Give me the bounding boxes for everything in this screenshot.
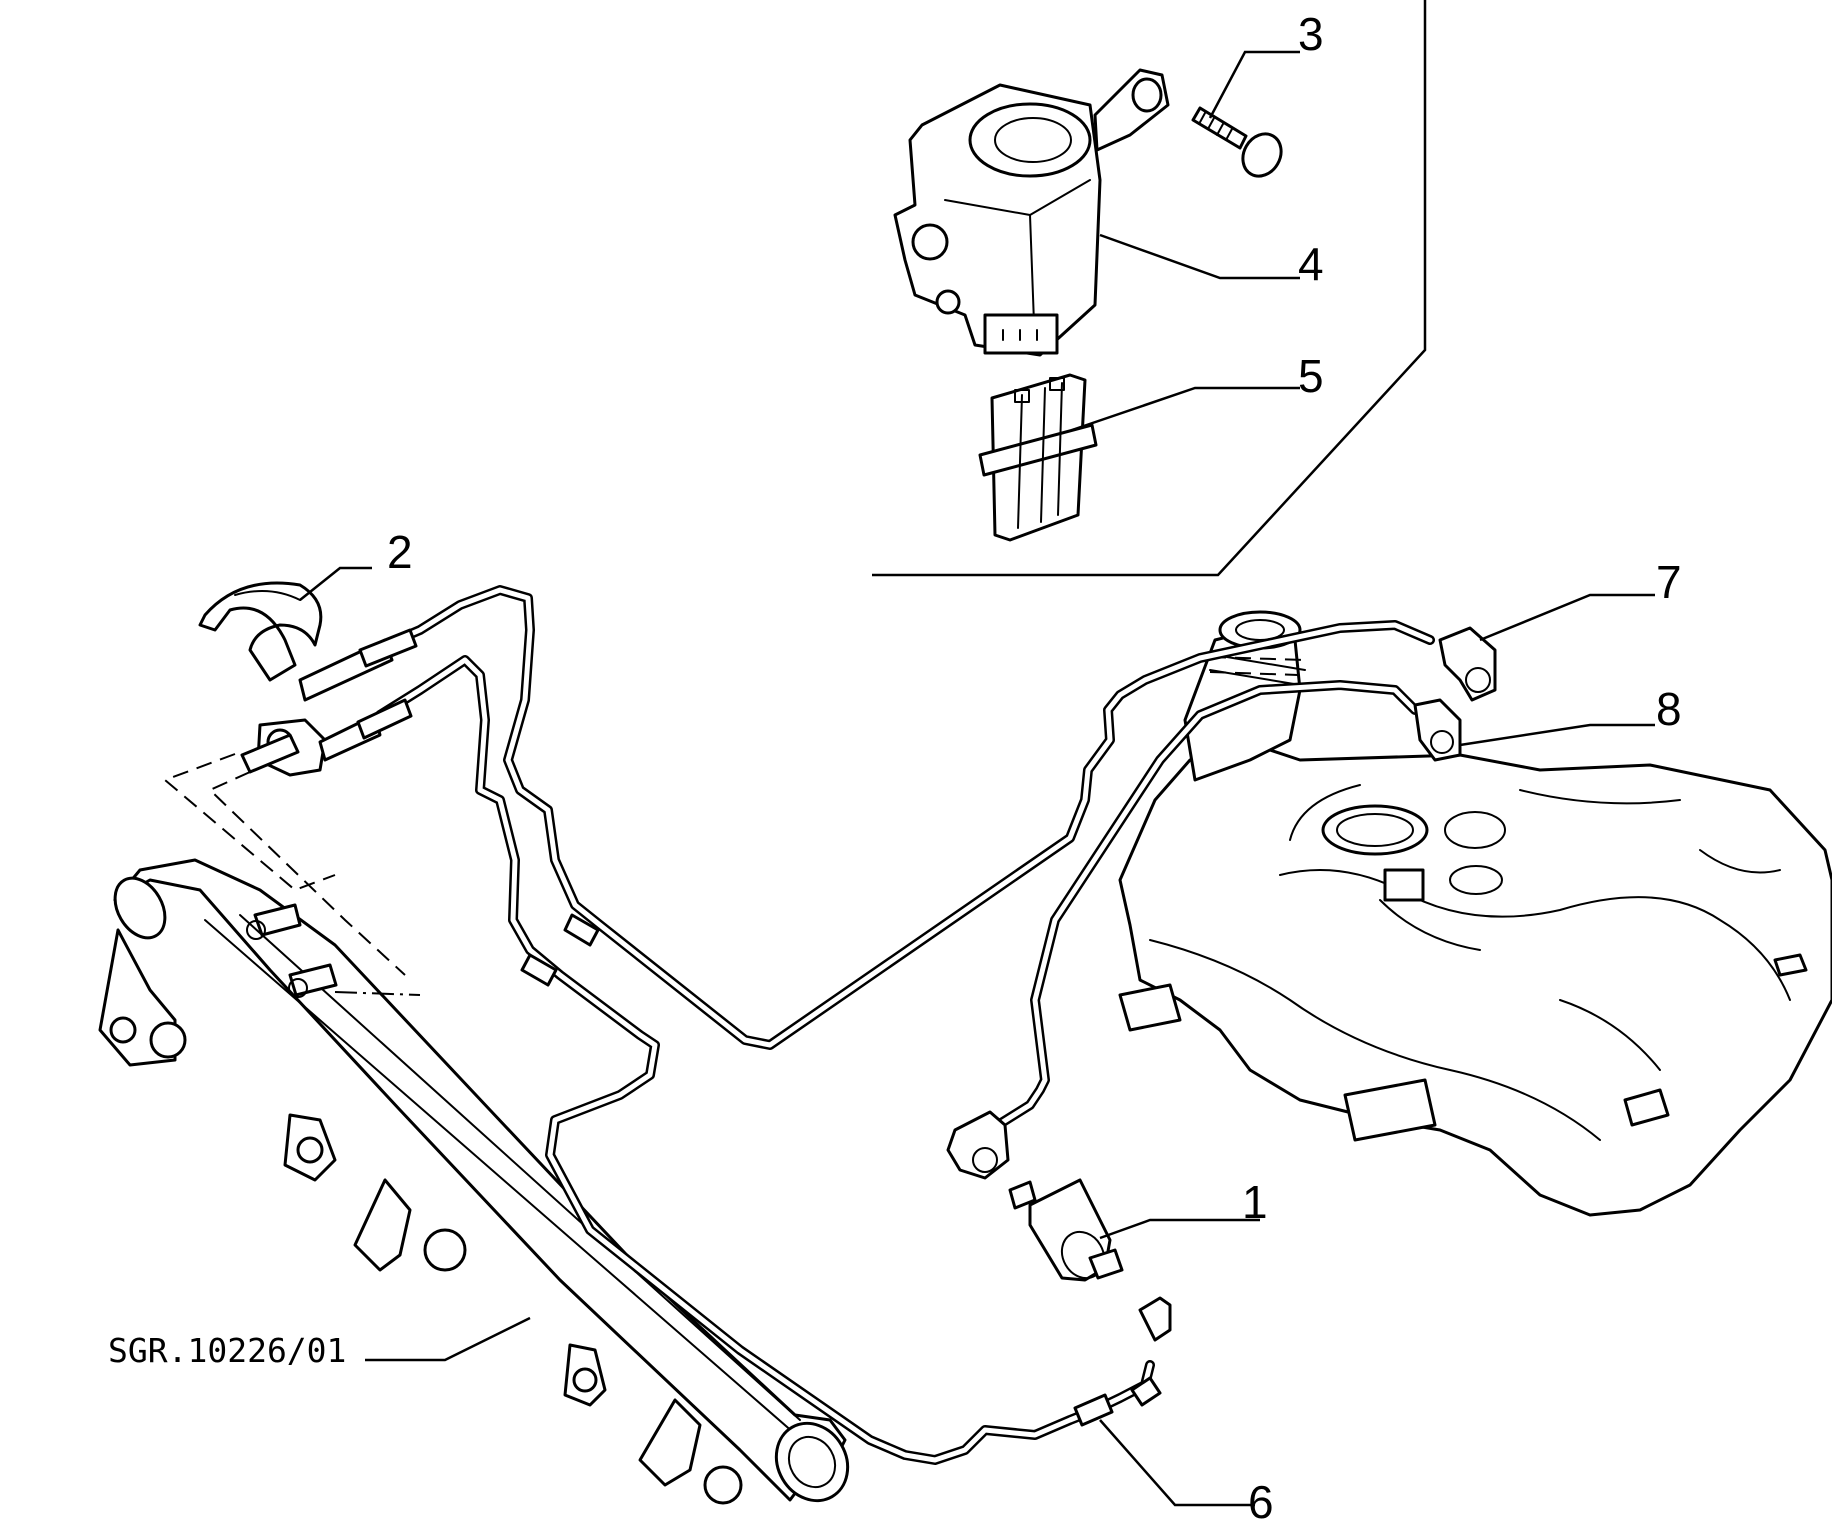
part-5-connector — [978, 373, 1098, 542]
leader-4 — [1099, 233, 1300, 280]
part-6-union — [1073, 1393, 1114, 1427]
leader-3 — [1208, 50, 1300, 119]
fuel-return-line-upper — [375, 655, 1155, 1465]
part-3-bolt — [1191, 106, 1283, 178]
elbow-connectors — [1413, 626, 1497, 762]
drawing-code: SGR.10226/01 — [108, 1331, 346, 1370]
callout-2: 2 — [387, 526, 413, 578]
leader-8 — [1459, 723, 1655, 747]
leader-1 — [1099, 1218, 1260, 1240]
fuel-rail — [98, 858, 850, 1505]
fuel-tank — [1118, 610, 1832, 1217]
fuel-lines — [375, 585, 1435, 1465]
leader-drawing-code — [365, 1316, 531, 1362]
part-4-module-housing — [893, 68, 1170, 357]
callout-6: 6 — [1248, 1476, 1274, 1521]
callout-labels: 1 2 3 4 5 6 7 8 SGR.10226/01 — [108, 8, 1682, 1521]
callout-3: 3 — [1298, 8, 1324, 60]
callout-1: 1 — [1242, 1176, 1268, 1228]
callout-4: 4 — [1298, 238, 1324, 290]
part-1-fuel-filter — [946, 1110, 1172, 1407]
leader-7 — [1479, 593, 1655, 642]
leader-6 — [1099, 1419, 1255, 1507]
part-2-clip — [198, 581, 323, 682]
callout-5: 5 — [1298, 350, 1324, 402]
callout-7: 7 — [1656, 556, 1682, 608]
leader-2 — [299, 566, 372, 601]
pipe-unions — [356, 628, 600, 987]
callout-8: 8 — [1656, 683, 1682, 735]
leader-5 — [1071, 386, 1300, 432]
leader-lines — [299, 50, 1655, 1507]
inset-frame — [872, 0, 1427, 577]
